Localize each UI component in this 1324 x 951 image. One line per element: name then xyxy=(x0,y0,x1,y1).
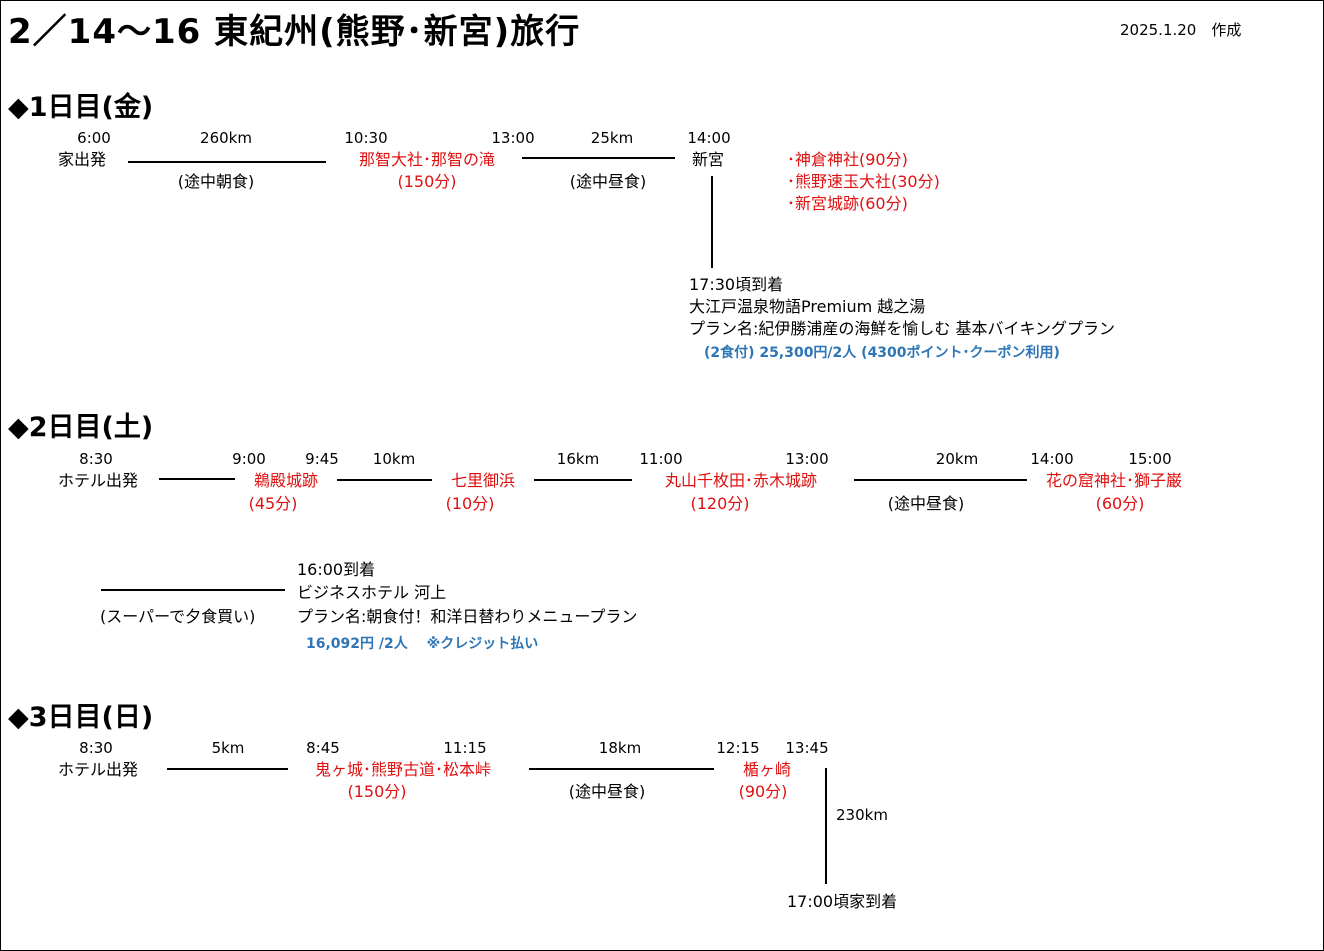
day2-arrival: 16:00到着 xyxy=(297,560,376,579)
day3-route-line-vertical xyxy=(825,768,827,884)
day2-spot-udono-duration: (45分) xyxy=(248,494,298,513)
day2-spot-shichiri: 七里御浜 xyxy=(450,471,516,490)
day1-time-2: 10:30 xyxy=(344,129,388,147)
day2-note-lunch: (途中昼食) xyxy=(887,494,965,513)
day1-price: (2食付) 25,300円/2人 (4300ポイント･クーポン利用) xyxy=(704,345,1060,361)
day2-time-4: 11:00 xyxy=(639,450,683,468)
day2-time-7: 15:00 xyxy=(1128,450,1172,468)
day3-spot-onigajo-duration: (150分) xyxy=(347,782,407,801)
day2-spot-maruyama: 丸山千枚田･赤木城跡 xyxy=(664,471,818,490)
day2-spot-shichiri-duration: (10分) xyxy=(445,494,495,513)
day1-heading: ◆1日目(金) xyxy=(8,92,154,123)
day2-route-line-4 xyxy=(854,479,1027,481)
day1-list-item-1: ･神倉神社(90分) xyxy=(787,150,908,169)
day3-heading: ◆3日目(日) xyxy=(8,702,154,733)
day2-route-line-5 xyxy=(101,589,285,591)
day3-time-depart: 8:30 xyxy=(79,739,113,757)
day3-time-4: 12:15 xyxy=(716,739,760,757)
day1-start: 家出発 xyxy=(57,150,107,169)
page-title: 2／14～16 東紀州(熊野･新宮)旅行 xyxy=(8,12,581,52)
day1-time-3: 13:00 xyxy=(491,129,535,147)
day1-spot-nachi: 那智大社･那智の滝 xyxy=(358,150,496,169)
day3-spot-tategasaki-duration: (90分) xyxy=(738,782,788,801)
day2-time-2: 9:00 xyxy=(232,450,266,468)
day1-distance-2: 25km xyxy=(590,129,634,147)
day2-time-3: 9:45 xyxy=(305,450,339,468)
day3-distance-1: 5km xyxy=(211,739,245,757)
day1-route-line-2 xyxy=(522,157,675,159)
day1-arrival: 17:30頃到着 xyxy=(689,275,784,294)
day2-heading: ◆2日目(土) xyxy=(8,412,154,443)
day1-city-shingu: 新宮 xyxy=(691,150,725,169)
day2-spot-udono: 鵜殿城跡 xyxy=(253,471,319,490)
day1-list-item-3: ･新宮城跡(60分) xyxy=(787,194,908,213)
day2-time-5: 13:00 xyxy=(785,450,829,468)
day2-price: 16,092円 /2人 ※クレジット払い xyxy=(306,636,539,652)
day2-distance-1: 10km xyxy=(372,450,416,468)
day2-time-6: 14:00 xyxy=(1030,450,1074,468)
day1-distance-1: 260km xyxy=(200,129,252,147)
day2-spot-hananoiwaya: 花の窟神社･獅子巌 xyxy=(1045,471,1183,490)
day2-plan: プラン名:朝食付！和洋日替わりメニュープラン xyxy=(297,607,638,626)
day1-list-item-2: ･熊野速玉大社(30分) xyxy=(787,172,940,191)
day2-note-supper: (スーパーで夕食買い) xyxy=(100,607,256,626)
day3-route-line-1 xyxy=(167,768,288,770)
day3-time-5: 13:45 xyxy=(785,739,829,757)
day2-distance-3: 20km xyxy=(935,450,979,468)
day1-note-breakfast: (途中朝食) xyxy=(177,172,255,191)
day3-time-3: 11:15 xyxy=(443,739,487,757)
day1-note-lunch: (途中昼食) xyxy=(569,172,647,191)
day2-distance-2: 16km xyxy=(556,450,600,468)
day3-spot-tategasaki: 楯ヶ崎 xyxy=(742,760,792,779)
day1-plan: プラン名:紀伊勝浦産の海鮮を愉しむ 基本バイキングプラン xyxy=(689,319,1115,338)
day2-hotel: ビジネスホテル 河上 xyxy=(297,583,447,602)
day1-hotel: 大江戸温泉物語Premium 越之湯 xyxy=(689,297,926,316)
day2-route-line-1 xyxy=(159,478,235,480)
day1-route-line-1 xyxy=(128,161,326,163)
day3-note-lunch: (途中昼食) xyxy=(568,782,646,801)
day3-start: ホテル出発 xyxy=(57,760,139,779)
day3-spot-onigajo: 鬼ヶ城･熊野古道･松本峠 xyxy=(314,760,492,779)
day1-spot-nachi-duration: (150分) xyxy=(397,172,457,191)
day1-time-depart: 6:00 xyxy=(77,129,111,147)
day2-time-depart: 8:30 xyxy=(79,450,113,468)
day2-route-line-3 xyxy=(534,479,632,481)
created-date: 2025.1.20 作成 xyxy=(1120,21,1242,39)
day2-route-line-2 xyxy=(337,479,432,481)
day2-spot-maruyama-duration: (120分) xyxy=(690,494,750,513)
day3-time-2: 8:45 xyxy=(306,739,340,757)
day3-route-line-2 xyxy=(529,768,714,770)
day2-start: ホテル出発 xyxy=(57,471,139,490)
day3-distance-2: 18km xyxy=(598,739,642,757)
day3-distance-3: 230km xyxy=(836,806,888,824)
day1-time-4: 14:00 xyxy=(687,129,731,147)
day1-route-line-vertical xyxy=(711,176,713,268)
day3-arrival: 17:00頃家到着 xyxy=(787,892,898,911)
day2-spot-hananoiwaya-duration: (60分) xyxy=(1095,494,1145,513)
